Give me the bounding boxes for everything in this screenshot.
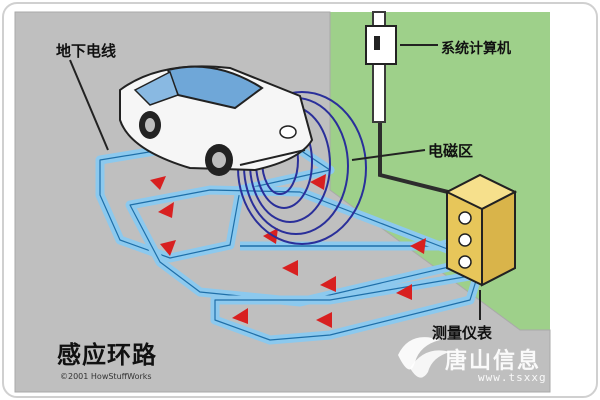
car-windshield (166, 65, 264, 110)
cable-pole-to-meter (378, 110, 461, 197)
label-system-computer: 系统计算机 (441, 41, 511, 57)
car-side-window (133, 70, 179, 106)
copyright-text: ©2001 HowStuffWorks (60, 372, 152, 381)
watermark-logo (398, 337, 450, 378)
label-underground-wire: 地下电线 (56, 42, 117, 60)
road-edge (14, 11, 551, 393)
watermark-text: 唐山信息 (445, 349, 542, 374)
watermark-url: www.tsxxg (478, 371, 547, 384)
label-meter: 测量仪表 (432, 324, 493, 342)
car-headlight (279, 125, 297, 139)
current-direction-arrows (150, 140, 426, 328)
diagram-title: 感应环路 (57, 340, 157, 369)
meter-box (444, 173, 518, 287)
car (119, 65, 314, 176)
underground-wire-leader-line (69, 59, 109, 151)
system-computer-box (365, 25, 397, 65)
em-zone-leader-line (351, 149, 426, 161)
label-em-zone: 电磁区 (428, 142, 474, 160)
